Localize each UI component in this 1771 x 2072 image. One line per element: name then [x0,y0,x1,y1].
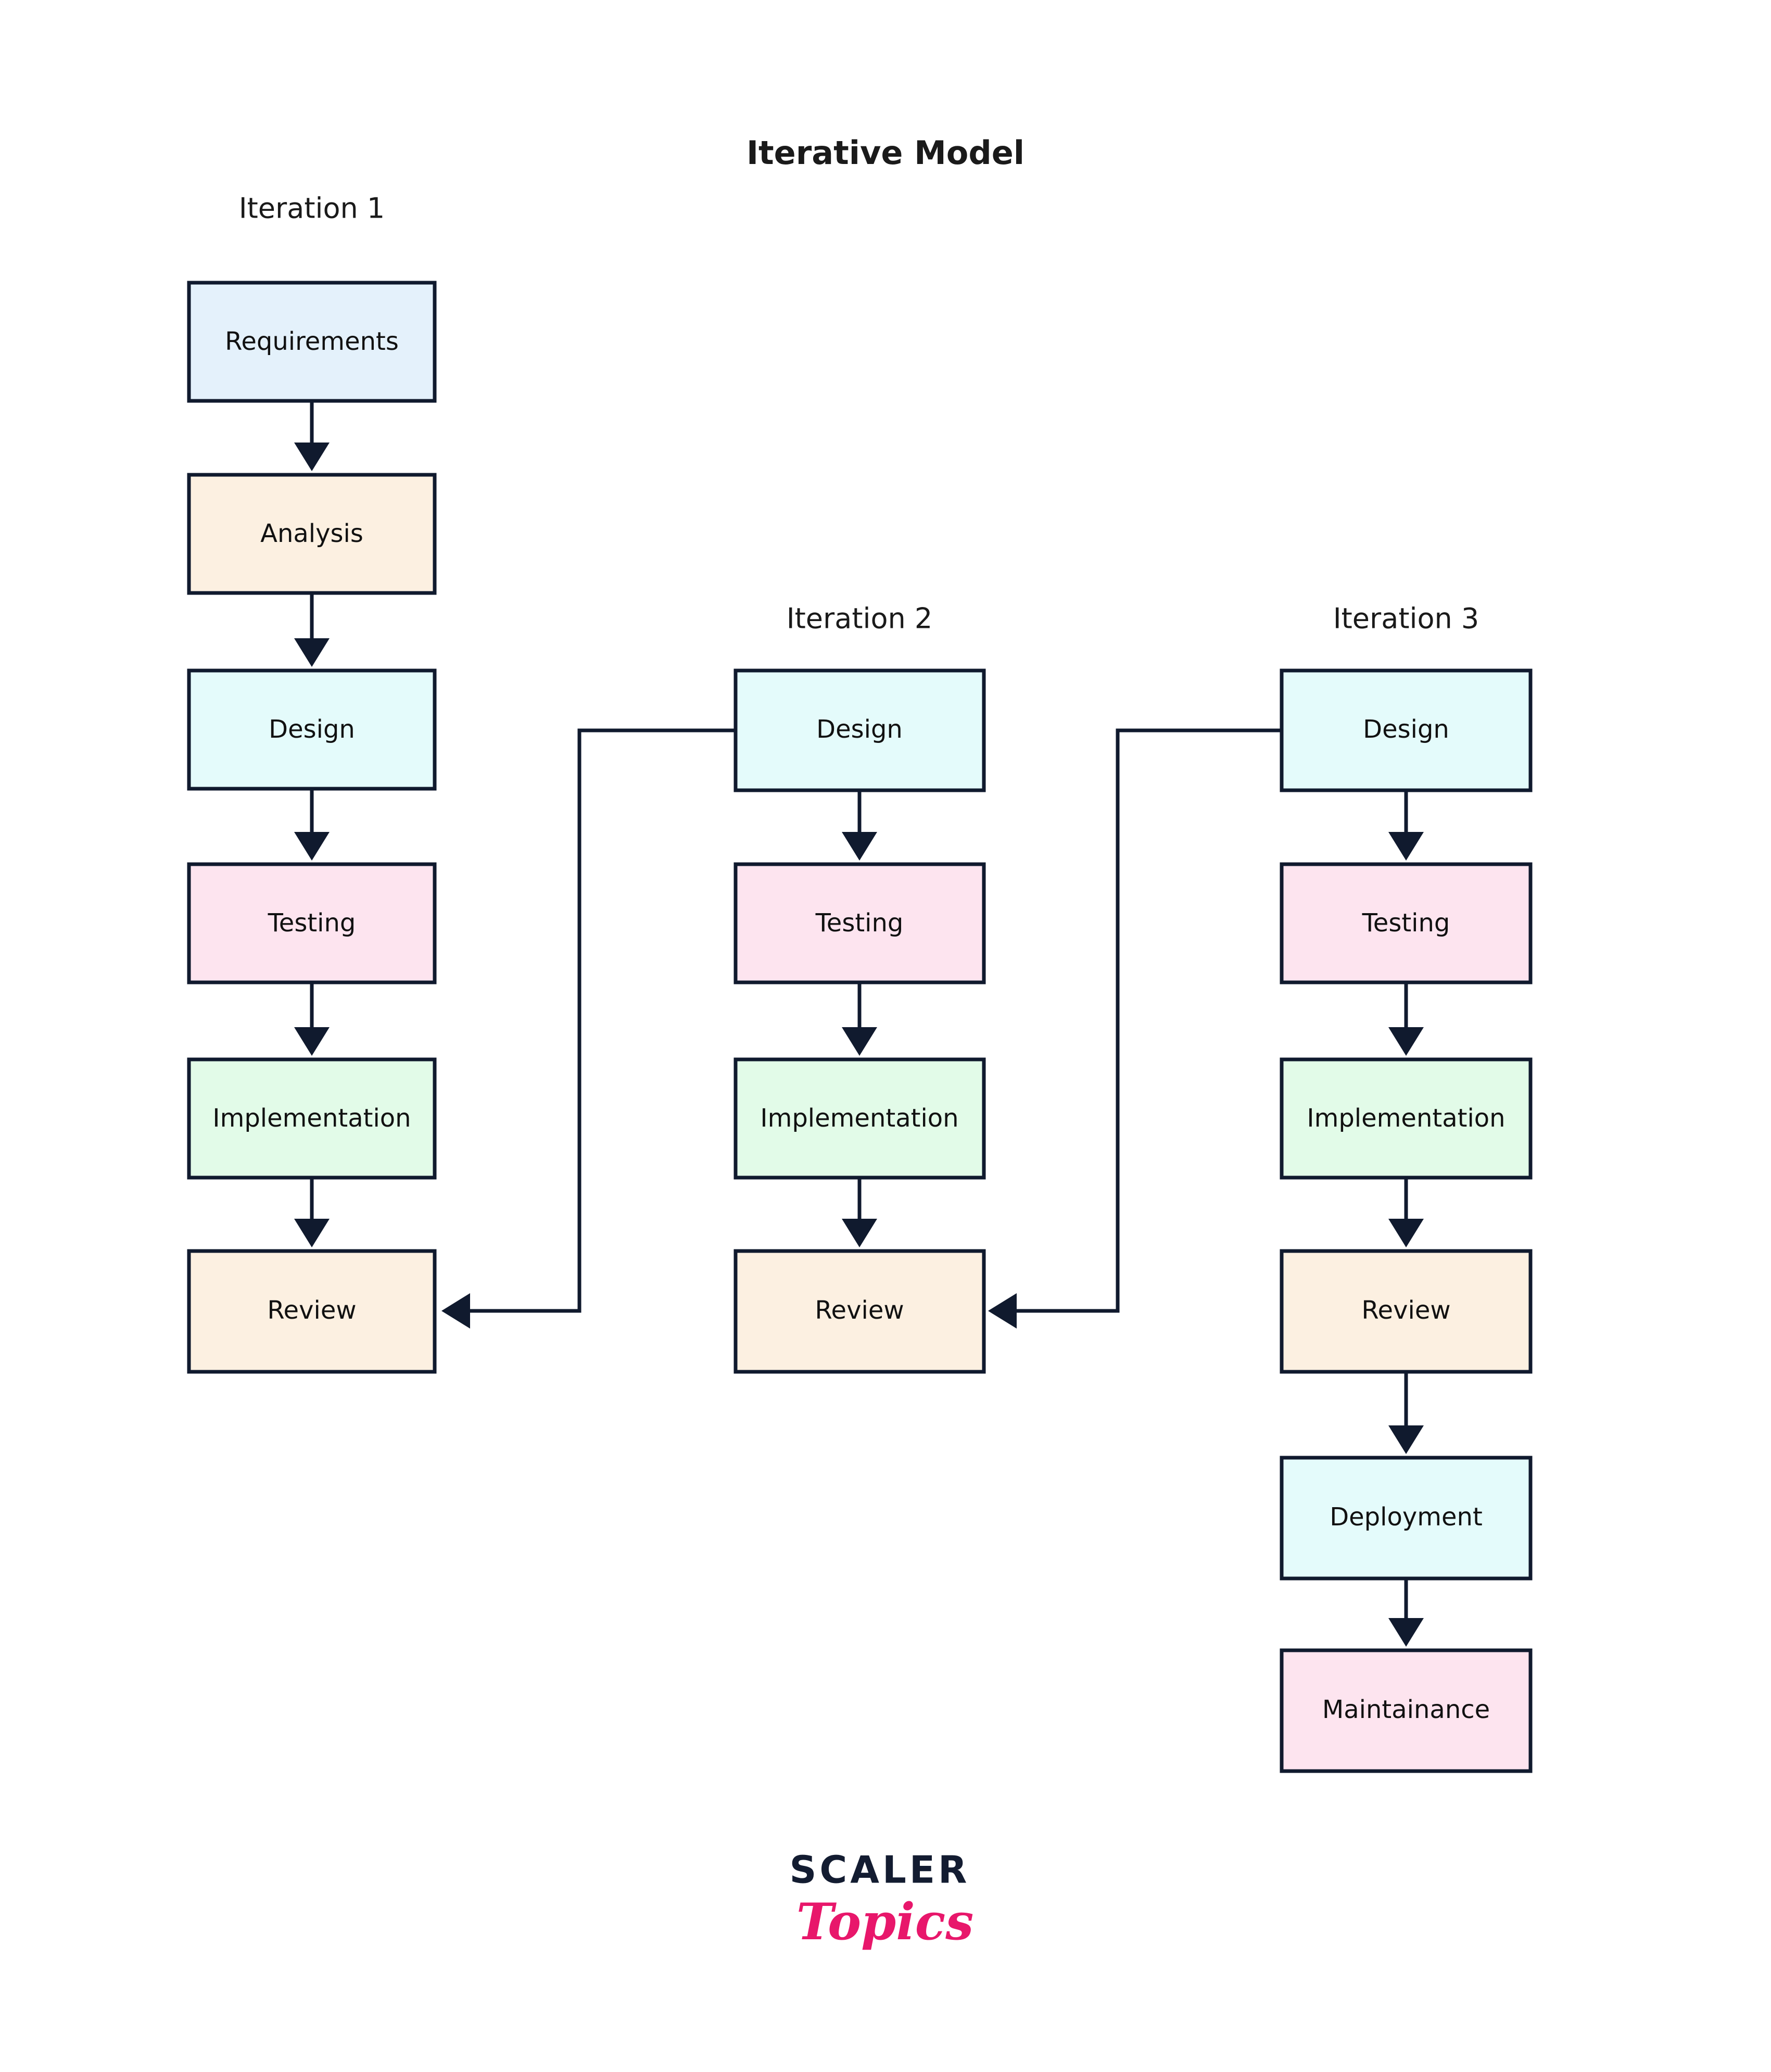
node-review-3-box[interactable] [1280,1249,1533,1374]
node-maintainance-box[interactable] [1280,1648,1533,1773]
arrow-deployment-to-maintainance-head [1388,1618,1424,1647]
column-label-iteration-2: Iteration 2 [787,602,933,635]
node-implementation-1[interactable]: Implementation [187,1057,437,1180]
page-title: Iterative Model [747,134,1024,172]
feedback-arrow-iteration-3-to-2 [988,728,1282,1329]
node-review-3-label: Review [1361,1296,1450,1325]
feedback-arrow-iteration-2-to-1-head [441,1293,470,1329]
arrow-impl-to-review-head-2 [842,1219,877,1247]
node-design-2-box[interactable] [733,668,986,792]
column-iteration-2: Design Testing Implementation Review [733,668,986,1374]
node-design-3-label: Design [1363,715,1449,744]
node-testing-1[interactable]: Testing [187,862,437,984]
node-implementation-3-label: Implementation [1307,1104,1505,1133]
node-design-3[interactable]: Design [1280,668,1533,792]
arrow-analysis-to-design-head [294,638,330,667]
scaler-topics-logo: SCALER Topics [790,1848,974,1951]
arrow-review-to-deployment-head [1388,1425,1424,1454]
column-2-flow-arrows [842,790,877,1247]
node-testing-2-box[interactable] [733,862,986,984]
logo-topics-wordmark: Topics [796,1892,974,1951]
column-label-iteration-3: Iteration 3 [1333,602,1479,635]
arrow-testing-to-impl-head-2 [842,1027,877,1056]
node-testing-2-label: Testing [815,908,904,938]
column-label-iteration-1: Iteration 1 [239,192,385,225]
node-implementation-2-box[interactable] [733,1057,986,1180]
node-analysis-box[interactable] [187,473,437,595]
node-analysis[interactable]: Analysis [187,473,437,595]
feedback-arrow-iteration-2-to-1 [441,728,736,1329]
node-design-2[interactable]: Design [733,668,986,792]
node-review-2-box[interactable] [733,1249,986,1374]
arrow-testing-to-impl-head-1 [294,1027,330,1056]
arrow-design-to-testing-head-2 [842,832,877,861]
node-review-2-label: Review [815,1296,904,1325]
node-requirements[interactable]: Requirements [187,281,437,403]
node-testing-3-label: Testing [1362,908,1450,938]
node-maintainance[interactable]: Maintainance [1280,1648,1533,1773]
arrow-impl-to-review-head-3 [1388,1219,1424,1247]
node-analysis-label: Analysis [260,519,363,548]
node-review-1-box[interactable] [187,1249,437,1374]
node-review-2[interactable]: Review [733,1249,986,1374]
node-review-1[interactable]: Review [187,1249,437,1374]
node-requirements-box[interactable] [187,281,437,403]
node-design-1[interactable]: Design [187,668,437,791]
node-design-1-label: Design [269,715,355,744]
feedback-arrow-iteration-3-to-2-path [997,728,1282,1313]
node-deployment-box[interactable] [1280,1456,1533,1581]
feedback-arrow-iteration-3-to-2-head [988,1293,1017,1329]
node-deployment-label: Deployment [1330,1502,1483,1532]
column-3-flow-arrows [1388,790,1424,1647]
feedback-arrow-iteration-2-to-1-path [450,728,736,1313]
arrow-impl-to-review-head-1 [294,1219,330,1247]
node-testing-3[interactable]: Testing [1280,862,1533,984]
node-review-3[interactable]: Review [1280,1249,1533,1374]
node-implementation-3[interactable]: Implementation [1280,1057,1533,1180]
node-testing-2[interactable]: Testing [733,862,986,984]
node-testing-3-box[interactable] [1280,862,1533,984]
column-iteration-1: Requirements Analysis Design Testing Imp… [187,281,437,1374]
column-1-flow-arrows [294,401,330,1247]
arrow-req-to-analysis-head [294,443,330,471]
node-maintainance-label: Maintainance [1322,1695,1490,1724]
node-deployment[interactable]: Deployment [1280,1456,1533,1581]
arrow-design-to-testing-head-3 [1388,832,1424,861]
column-iteration-3: Design Testing Implementation Review Dep… [1280,668,1533,1773]
node-testing-1-label: Testing [268,908,356,938]
node-design-2-label: Design [816,715,903,744]
node-review-1-label: Review [267,1296,356,1325]
arrow-design-to-testing-head-1 [294,832,330,861]
node-implementation-2[interactable]: Implementation [733,1057,986,1180]
node-design-1-box[interactable] [187,668,437,791]
node-requirements-label: Requirements [225,327,399,356]
node-implementation-2-label: Implementation [760,1104,958,1133]
arrow-testing-to-impl-head-3 [1388,1027,1424,1056]
node-implementation-1-label: Implementation [212,1104,411,1133]
logo-scaler-wordmark: SCALER [790,1848,970,1892]
